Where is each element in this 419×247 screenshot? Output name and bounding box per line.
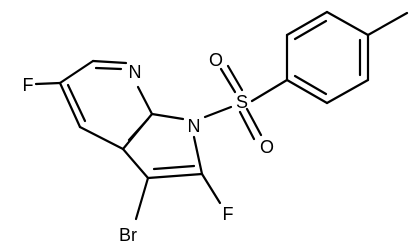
bond-c3-c3a bbox=[121, 147, 150, 180]
bond-ar6-ar1-inner bbox=[293, 74, 328, 96]
bond-n7-c6 bbox=[91, 59, 128, 65]
bond-c7a-n1 bbox=[150, 112, 185, 121]
bond-c7a-n7 bbox=[136, 85, 154, 116]
bond-s-o-top-a bbox=[219, 67, 237, 94]
atom-f-pyridine: F bbox=[23, 75, 34, 95]
bond-c5-c4-inner bbox=[66, 83, 87, 123]
atom-o-bottom: O bbox=[260, 137, 274, 157]
bond-c2-c3-inner bbox=[152, 164, 196, 171]
bond-s-aryl bbox=[250, 78, 289, 103]
bond-n7-c6-inner bbox=[94, 66, 123, 71]
bond-c3a-c7a-inner bbox=[127, 117, 150, 142]
bond-c2-c3 bbox=[146, 172, 204, 180]
bond-c4-c3a bbox=[78, 125, 125, 151]
bond-lines bbox=[34, 10, 409, 221]
bond-n1-s bbox=[203, 105, 233, 119]
bond-n1-c2 bbox=[192, 135, 204, 176]
atom-f-pyrrole: F bbox=[223, 204, 234, 224]
bond-ar4-methyl bbox=[366, 11, 409, 37]
bond-ar2-ar3 bbox=[285, 10, 329, 37]
atom-o-top: O bbox=[209, 50, 223, 70]
bond-ar3-ar4 bbox=[325, 10, 370, 37]
bond-s-o-bottom-b bbox=[245, 107, 263, 137]
atom-br: Br bbox=[119, 225, 137, 245]
bond-ar5-ar6 bbox=[325, 78, 370, 105]
bond-c5-f bbox=[34, 81, 62, 86]
bond-c2-f bbox=[200, 172, 222, 205]
bond-ar6-ar1 bbox=[285, 78, 329, 105]
bond-s-o-top-b bbox=[226, 64, 244, 92]
atom-n-pyrrole: N bbox=[188, 116, 201, 136]
atom-s-sulfonyl: S bbox=[236, 92, 248, 112]
bond-s-o-bottom-a bbox=[238, 110, 256, 141]
bond-ar2-ar3-inner bbox=[293, 19, 328, 41]
atom-n-pyridine: N bbox=[129, 62, 142, 82]
atom-labels: F N N S O O F Br bbox=[23, 50, 275, 245]
bond-c5-c4 bbox=[58, 81, 82, 129]
bond-c6-c5 bbox=[58, 59, 95, 85]
bond-c3-br bbox=[134, 176, 150, 221]
